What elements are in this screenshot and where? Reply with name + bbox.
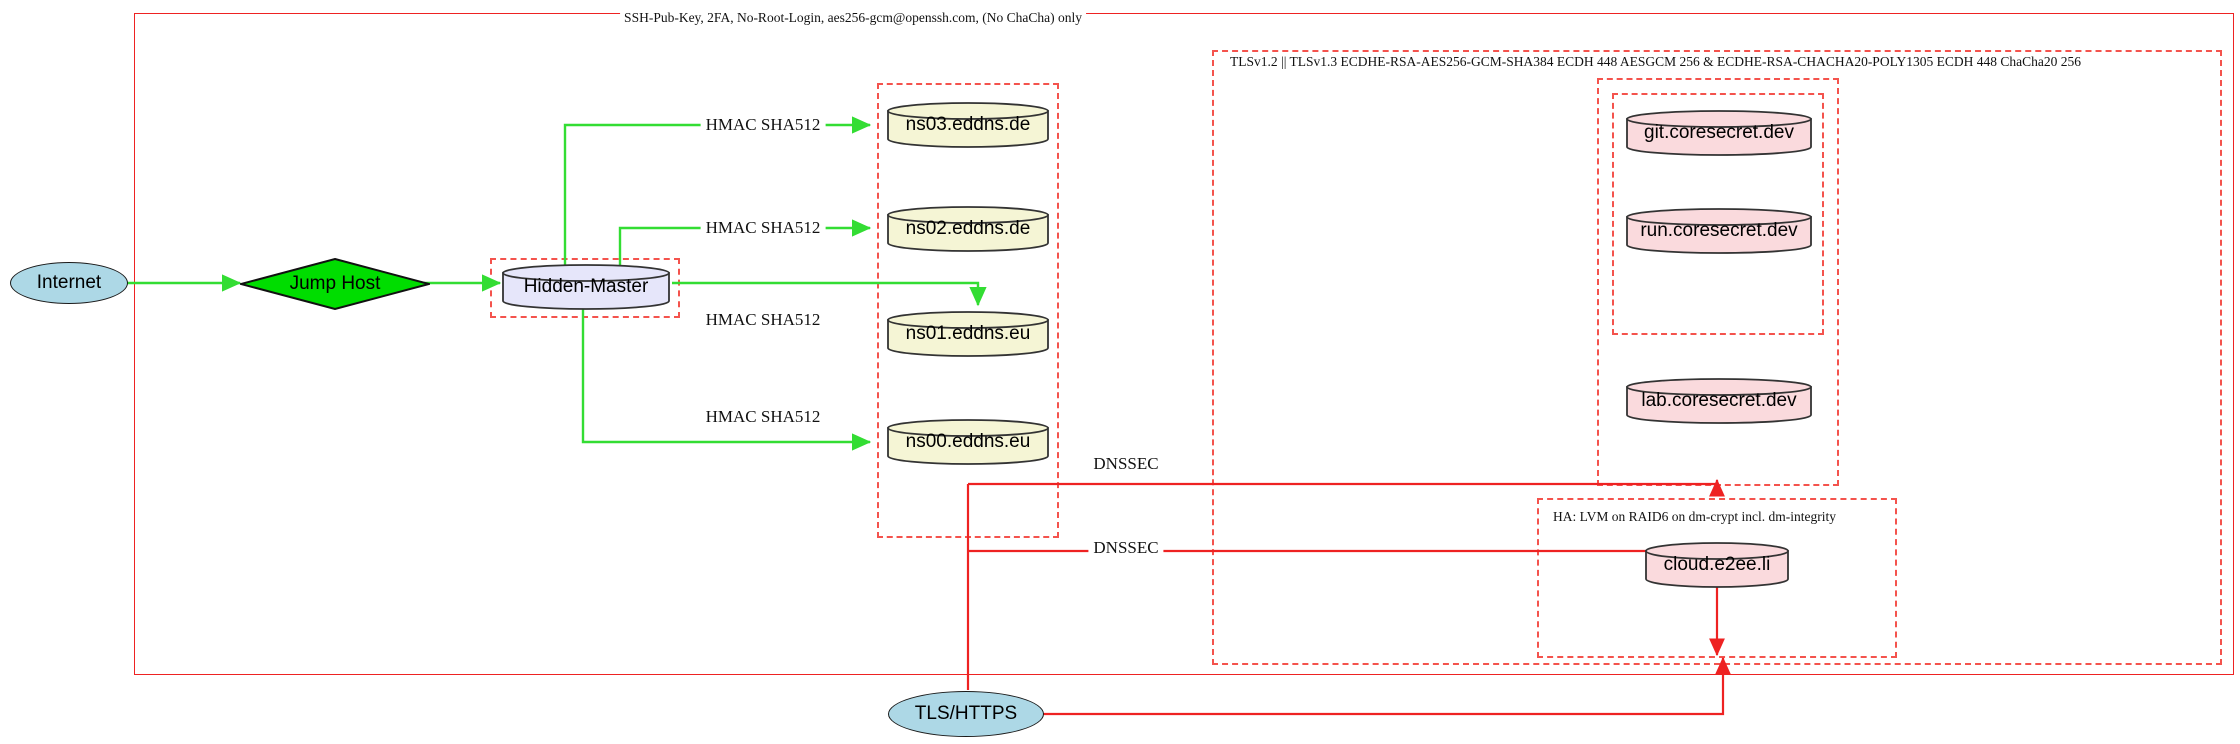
node-run-coresecret[interactable]: run.coresecret.dev bbox=[1625, 208, 1813, 254]
node-tls-https[interactable]: TLS/HTTPS bbox=[888, 691, 1044, 737]
node-ns01[interactable]: ns01.eddns.eu bbox=[886, 311, 1050, 357]
node-cloud-e2ee[interactable]: cloud.e2ee.li bbox=[1644, 542, 1790, 588]
edge-label-hmac-ns02: HMAC SHA512 bbox=[700, 218, 826, 238]
node-jump-host[interactable]: Jump Host bbox=[240, 258, 430, 310]
node-tls-https-label: TLS/HTTPS bbox=[914, 703, 1018, 724]
node-ns00[interactable]: ns00.eddns.eu bbox=[886, 419, 1050, 465]
frame-ha-zone-label: HA: LVM on RAID6 on dm-crypt incl. dm-in… bbox=[1549, 509, 1840, 525]
node-ns03[interactable]: ns03.eddns.de bbox=[886, 102, 1050, 148]
node-internet-label: Internet bbox=[36, 272, 102, 293]
frame-coresecret-inner-zone bbox=[1612, 93, 1824, 335]
node-internet[interactable]: Internet bbox=[10, 262, 128, 304]
edge-label-dnssec-lower: DNSSEC bbox=[1088, 538, 1164, 558]
node-lab-coresecret[interactable]: lab.coresecret.dev bbox=[1625, 378, 1813, 424]
edge-label-hmac-ns03: HMAC SHA512 bbox=[700, 115, 826, 135]
frame-tls-zone-label: TLSv1.2 || TLSv1.3 ECDHE-RSA-AES256-GCM-… bbox=[1226, 54, 2085, 70]
node-hidden-master[interactable]: Hidden-Master bbox=[501, 264, 671, 310]
node-git-coresecret[interactable]: git.coresecret.dev bbox=[1625, 110, 1813, 156]
frame-ssh-zone-label: SSH-Pub-Key, 2FA, No-Root-Login, aes256-… bbox=[620, 10, 1086, 26]
edge-label-hmac-ns00: HMAC SHA512 bbox=[700, 407, 826, 427]
edge-label-hmac-ns01: HMAC SHA512 bbox=[700, 310, 826, 330]
edge-label-dnssec-upper: DNSSEC bbox=[1088, 454, 1164, 474]
node-ns02[interactable]: ns02.eddns.de bbox=[886, 206, 1050, 252]
